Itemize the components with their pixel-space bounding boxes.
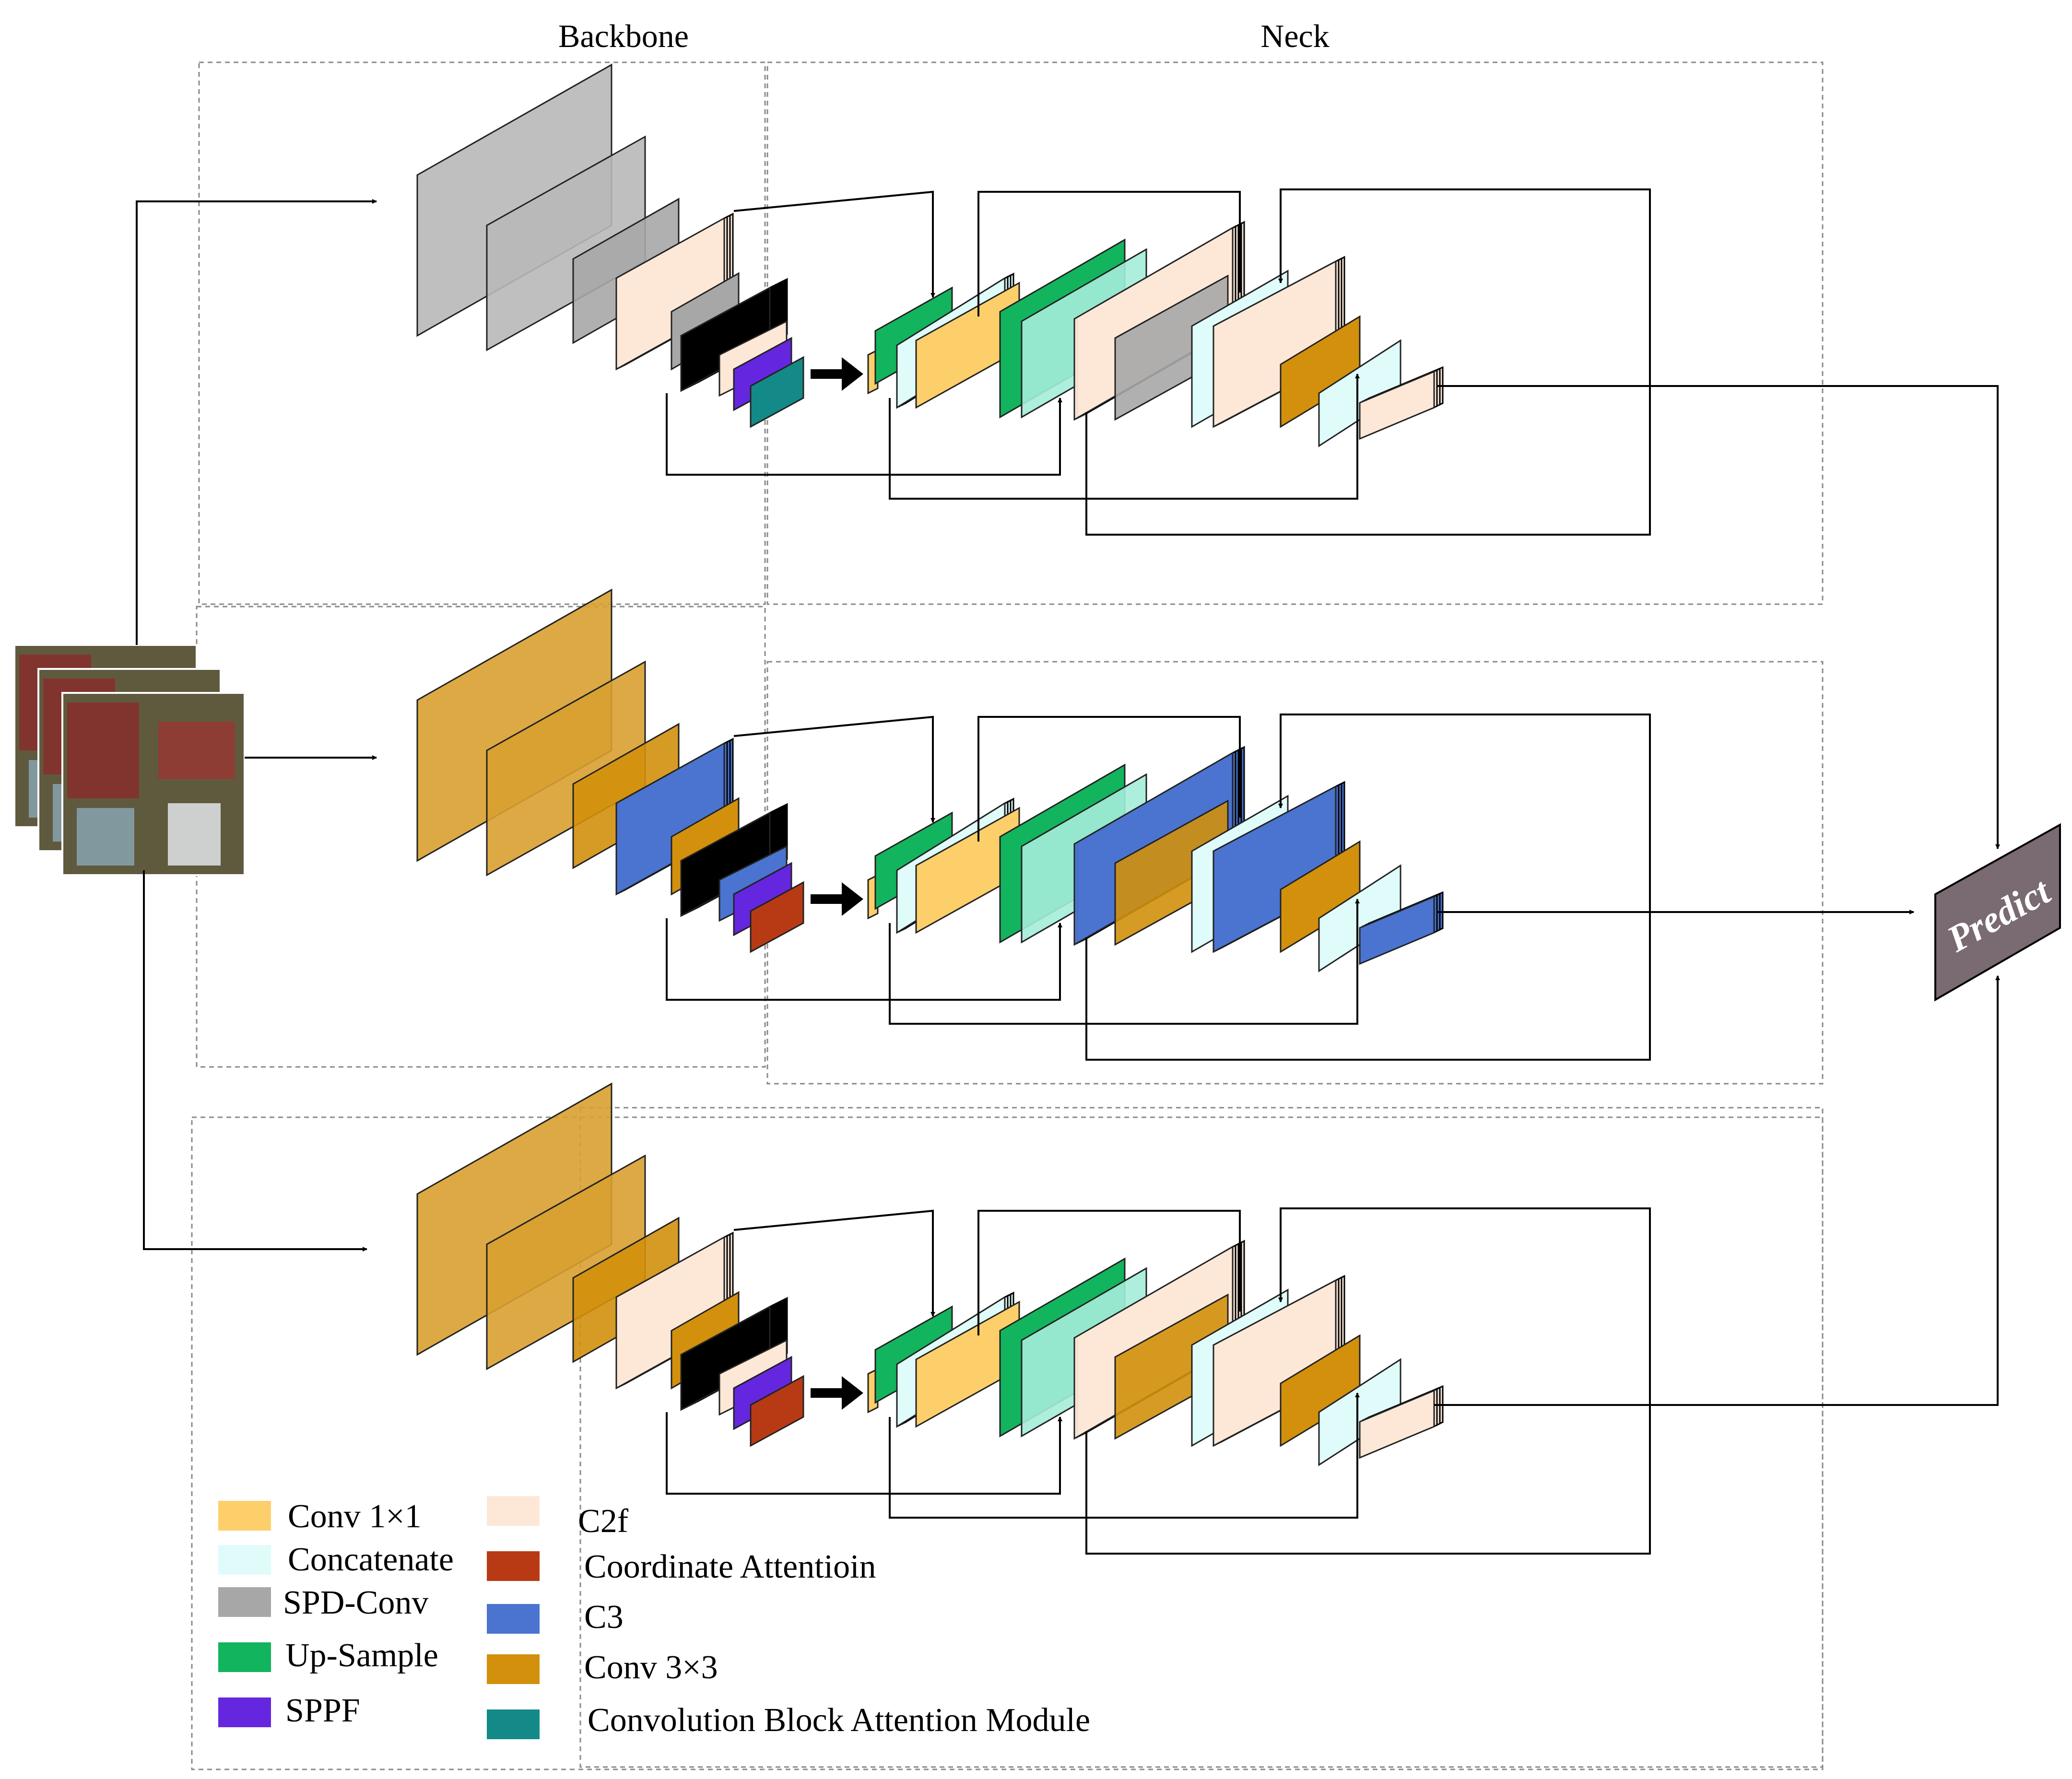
skip-connection-1 [733,190,935,298]
legend-swatch [218,1587,271,1617]
neck-output-block [1359,370,1435,440]
predict-box [1934,823,2061,1002]
input-arrows [136,199,377,1252]
skip-connection-4 [889,1393,1360,1519]
legend-swatch [218,1642,271,1672]
predict-connections [1434,385,2000,1406]
skip-connection-5 [1085,714,1651,1061]
legend-item: Conv 3×3 [487,1649,718,1686]
legend-item: Coordinate Attentioin [487,1548,876,1585]
dashed-frames [191,61,1824,1770]
legend-item: C2f [487,1496,629,1540]
legend-label: C3 [584,1599,624,1636]
legend-item: Convolution Block Attention Module [487,1702,1090,1739]
attention-block [750,1375,804,1447]
attention-block [750,881,804,953]
legend-label: SPPF [285,1692,360,1729]
legend-item: C3 [487,1599,624,1636]
branches [416,63,1651,1555]
backbone-heading: Backbone [558,18,689,54]
legend-item: Up-Sample [218,1637,438,1674]
legend-swatch [487,1709,540,1739]
c2f-coordinate-attention-branch [416,1082,1651,1555]
neck-output-block [1359,1389,1435,1459]
skip-connection-3 [666,1412,1062,1495]
skip-connection-3 [666,393,1062,476]
legend-label: C2f [578,1503,629,1540]
skip-connection-5 [1085,1207,1651,1555]
legend-swatch [487,1551,540,1581]
legend-swatch [218,1501,271,1531]
legend-label: Convolution Block Attention Module [588,1702,1090,1739]
legend-label: Conv 3×3 [584,1649,718,1686]
flow-arrow [811,882,863,916]
legend-label: Coordinate Attentioin [584,1548,876,1585]
flow-arrow [811,1376,863,1410]
legend-label: Concatenate [288,1541,454,1578]
spd-conv-cbam-branch [416,63,1651,536]
skip-connection-3 [666,918,1062,1001]
skip-connection-4 [889,899,1360,1025]
skip-connection-1 [733,715,935,823]
skip-connection-1 [733,1209,935,1317]
legend-swatch [487,1604,540,1634]
skip-connection-2 [977,716,1242,842]
legend-swatch [487,1496,540,1526]
legend-item: SPD-Conv [218,1584,428,1621]
legend: Conv 1×1ConcatenateSPD-ConvUp-SampleSPPF… [218,1496,1090,1739]
skip-connection-5 [1085,188,1651,536]
skip-connection-4 [889,374,1360,500]
attention-block [750,356,804,428]
skip-connection-2 [977,191,1242,316]
neck-output-block [1359,895,1435,965]
input-satellite-image-stack [13,644,246,876]
flow-arrow [811,357,863,391]
legend-label: SPD-Conv [283,1584,428,1621]
legend-label: Conv 1×1 [288,1498,422,1535]
legend-item: Concatenate [218,1541,454,1578]
c3-coordinate-attention-branch [416,588,1651,1061]
legend-item: Conv 1×1 [218,1498,422,1535]
neck-heading: Neck [1260,18,1329,54]
legend-item: SPPF [218,1692,360,1729]
legend-swatch [218,1697,271,1727]
input-image-3 [61,692,246,876]
legend-label: Up-Sample [285,1637,438,1674]
predict-block: Predict [1934,823,2061,1002]
legend-swatch [487,1654,540,1684]
legend-swatch [218,1545,271,1575]
skip-connection-2 [977,1210,1242,1335]
